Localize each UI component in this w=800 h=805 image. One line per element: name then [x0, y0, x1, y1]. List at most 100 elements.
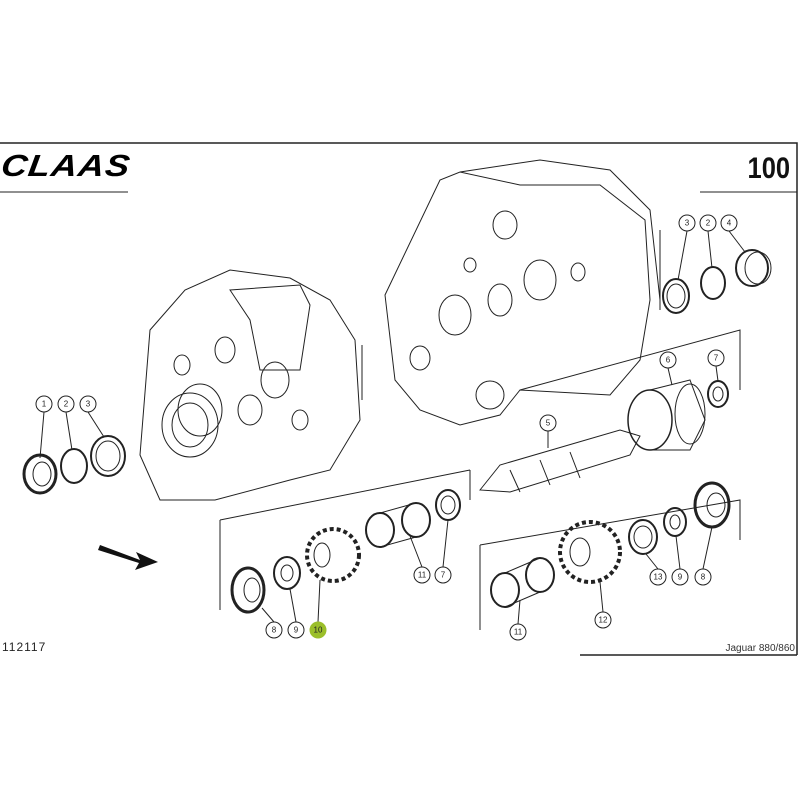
callout-2[interactable]: 2 — [57, 395, 75, 451]
callout-label: 4 — [727, 219, 732, 228]
leader-line — [87, 411, 105, 438]
direction-arrow-icon — [98, 545, 158, 570]
washer-9-right — [663, 507, 687, 537]
washer-7-top — [707, 380, 729, 408]
callout-8[interactable]: 8 — [694, 526, 713, 586]
ring-3-top — [662, 278, 690, 314]
claas-logo: CLAAS — [0, 148, 133, 183]
callout-circle — [671, 568, 689, 586]
callout-label: 8 — [272, 626, 277, 635]
ball-bearing-8 — [230, 566, 266, 614]
frame-border — [0, 142, 798, 656]
drawing-number: 112117 — [2, 640, 47, 654]
leader-line — [675, 535, 681, 570]
callout-circle — [594, 611, 612, 629]
callout-3[interactable]: 3 — [79, 395, 105, 438]
circlip-2-top — [700, 266, 726, 300]
callout-label: 3 — [86, 400, 91, 409]
washer-9 — [273, 556, 301, 590]
shaft-5 — [479, 429, 641, 493]
callout-label: 11 — [514, 628, 523, 637]
callout-11[interactable]: 11 — [409, 535, 431, 584]
callout-circle — [35, 395, 53, 413]
callout-2[interactable]: 2 — [699, 214, 717, 269]
callout-3[interactable]: 3 — [677, 214, 696, 281]
callout-label: 3 — [685, 219, 690, 228]
callout-11[interactable]: 11 — [509, 599, 527, 641]
circlip-2 — [60, 448, 88, 484]
callout-circle — [265, 621, 283, 639]
callout-circle — [659, 351, 677, 369]
leader-line — [409, 535, 423, 568]
callout-label: 1 — [42, 400, 47, 409]
gear-10 — [305, 527, 361, 583]
leader-line — [317, 579, 321, 623]
callout-label: 7 — [441, 571, 446, 580]
leader-line — [599, 581, 604, 613]
callout-9[interactable]: 9 — [287, 588, 305, 639]
callout-12[interactable]: 12 — [594, 581, 612, 629]
callout-10[interactable]: 10 — [309, 579, 327, 639]
callout-9[interactable]: 9 — [671, 535, 689, 586]
callout-label: 2 — [64, 400, 69, 409]
ring-3 — [90, 435, 126, 477]
callout-5[interactable]: 5 — [539, 414, 557, 448]
leader-line — [65, 411, 73, 451]
leader-line — [261, 607, 275, 623]
callout-circle — [57, 395, 75, 413]
callout-circle — [720, 214, 738, 232]
callout-label: 5 — [546, 419, 551, 428]
washer-7 — [435, 489, 461, 521]
callout-circle — [413, 566, 431, 584]
leader-line — [289, 588, 297, 623]
callout-label: 13 — [654, 573, 663, 582]
leader-line — [728, 230, 746, 253]
leader-line — [677, 230, 688, 281]
leader-line — [707, 230, 713, 269]
callout-6[interactable]: 6 — [659, 351, 677, 386]
callout-circle — [79, 395, 97, 413]
gear-12 — [558, 520, 622, 584]
leader-line — [39, 411, 45, 459]
leader-line — [442, 519, 449, 568]
callout-label: 10 — [314, 626, 323, 635]
callout-circle — [434, 566, 452, 584]
sleeve-4 — [735, 249, 772, 287]
leader-line — [645, 553, 659, 570]
callout-label: 8 — [701, 573, 706, 582]
callout-8[interactable]: 8 — [261, 607, 283, 639]
assembly-bracket-lines — [219, 230, 741, 630]
callout-7[interactable]: 7 — [707, 349, 725, 382]
seal-ring-1 — [22, 453, 58, 495]
callout-label: 9 — [294, 626, 299, 635]
callout-circle — [309, 621, 327, 639]
needle-bearing-11 — [365, 502, 431, 548]
callout-label: 7 — [714, 354, 719, 363]
callout-circle — [539, 414, 557, 432]
leader-line — [702, 526, 713, 570]
callout-circle — [707, 349, 725, 367]
leader-line — [715, 365, 719, 382]
callout-4[interactable]: 4 — [720, 214, 746, 253]
ring-13 — [628, 519, 658, 555]
callout-label: 2 — [706, 219, 711, 228]
callout-13[interactable]: 13 — [645, 553, 667, 586]
callout-circle — [694, 568, 712, 586]
machine-model: Jaguar 880/860 — [725, 643, 795, 654]
leader-line — [517, 599, 521, 625]
coupling-6 — [627, 379, 706, 451]
callout-label: 11 — [418, 571, 427, 580]
leader-line — [667, 367, 673, 386]
callout-1[interactable]: 1 — [35, 395, 53, 459]
right-gear-housing — [384, 159, 661, 426]
callout-circle — [287, 621, 305, 639]
callout-label: 9 — [678, 573, 683, 582]
left-gear-housing — [139, 269, 361, 501]
callout-7[interactable]: 7 — [434, 519, 452, 584]
needle-bearing-11-bottom — [490, 557, 555, 608]
callout-circle — [649, 568, 667, 586]
callout-circle — [678, 214, 696, 232]
